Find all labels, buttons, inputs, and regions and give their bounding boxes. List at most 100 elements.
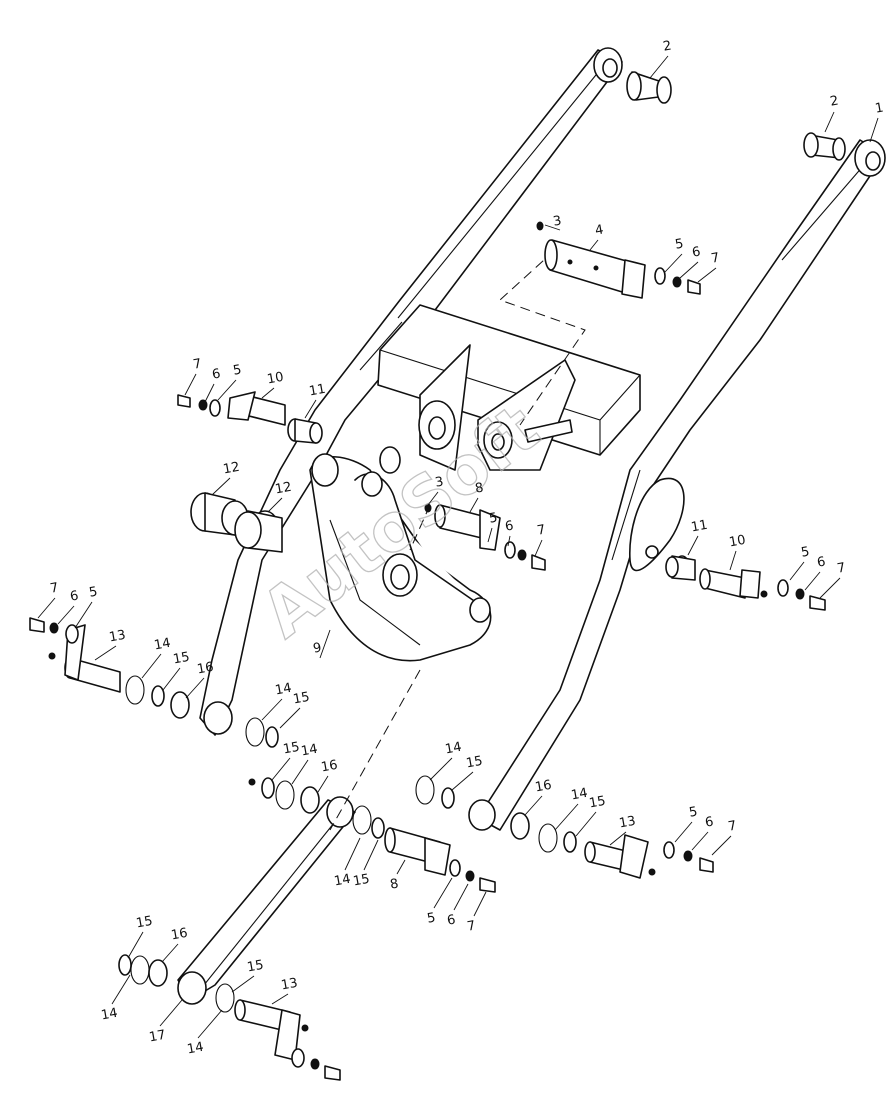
part-number-label: 11 [308,382,327,400]
part-number-label: 15 [282,740,301,758]
callout-leader-line [429,757,453,781]
part-number-label: 14 [570,786,589,804]
part-number-label: 17 [148,1028,167,1046]
callout-leader-line [271,757,291,781]
callout-leader-line [554,803,579,831]
callout-leader-line [231,975,255,993]
callout-leader-line [279,707,301,729]
part-number-label: 7 [192,356,203,372]
callout-leader-line [804,571,821,591]
part-number-label: 6 [211,366,222,382]
part-number-label: 12 [222,460,241,478]
part-number-label: 15 [588,794,607,812]
callout-leader-line [869,117,879,143]
cross-tube [377,304,641,474]
callout-leader-line [544,224,561,231]
fasteners [29,221,826,1081]
callout-leader-line [469,497,479,513]
part-number-label: 16 [170,926,189,944]
callout-leader-line [94,645,117,661]
part-number-label: 5 [232,362,243,378]
callout-leader-line [185,677,205,699]
callout-leader-line [74,601,93,629]
callout-leader-line [111,974,131,1005]
callout-leader-line [524,795,543,816]
callout-leader-line [664,253,683,273]
callout-leader-line [789,561,805,581]
part-number-label: 10 [728,533,747,551]
part-number-label: 5 [88,584,99,600]
part-number-label: 13 [280,976,299,994]
part-number-label: 12 [274,480,293,498]
callout-leader-line [127,931,144,959]
callout-leader-line [487,527,493,543]
part-number-label: 14 [274,681,293,699]
callout-leader-line [674,821,693,843]
callout-leader-line [649,55,669,79]
bushings [148,71,846,987]
pins [64,239,761,1061]
callout-leader-line [363,839,379,871]
callout-leader-line [575,811,597,837]
part-number-label: 8 [474,480,485,496]
callout-leader-line [291,759,309,785]
part-number-label: 2 [662,38,673,54]
seal-rings [118,675,577,1013]
callout-leader-line [609,831,627,846]
part-number-label: 8 [389,876,400,892]
part-number-label: 16 [196,660,215,678]
part-number-label: 16 [534,778,553,796]
callout-leader-line [184,373,197,396]
part-number-label: 7 [727,818,738,834]
callout-leader-line [589,239,599,251]
link-bar [177,796,356,1005]
bell-crank-lever [309,453,492,662]
part-number-label: 7 [836,560,847,576]
part-number-label: 15 [135,914,154,932]
part-number-label: 5 [688,804,699,820]
part-number-label: 14 [333,872,352,890]
part-number-label: 7 [49,580,60,596]
part-number-label: 16 [320,758,339,776]
part-number-label: 6 [816,554,827,570]
part-number-label: 3 [552,213,563,229]
right-boom-arm [468,139,886,831]
part-number-label: 14 [100,1006,119,1024]
callout-leader-line [141,653,162,679]
callout-leader-line [317,775,329,793]
callout-leader-line [204,383,215,403]
callout-leader-line [534,539,543,557]
callout-leader-line [691,831,709,851]
callout-leader-line [304,399,317,419]
part-number-label: 11 [690,518,709,536]
part-number-label: 10 [266,370,285,388]
part-number-label: 3 [434,474,445,490]
callout-leader-line [217,379,237,401]
callout-leader-line [261,698,283,721]
callout-leader-line [161,943,179,963]
callout-leader-line [427,491,439,506]
part-number-label: 5 [426,910,437,926]
callout-leader-line [473,891,487,917]
part-number-label: 5 [488,510,499,526]
part-number-label: 7 [466,918,477,934]
callout-leader-line [211,477,231,496]
part-number-label: 6 [504,518,515,534]
part-number-label: 4 [594,222,605,238]
callout-leader-line [162,667,181,691]
callout-leader-line [453,883,469,911]
part-number-label: 6 [446,912,457,928]
part-number-label: 15 [465,754,484,772]
part-number-label: 6 [69,588,80,604]
part-number-label: 5 [800,544,811,560]
part-number-label: 15 [352,872,371,890]
assembly-lines [329,249,586,831]
part-number-label: 14 [153,636,172,654]
part-number-label: 6 [704,814,715,830]
callout-leader-line [819,577,841,599]
part-number-label: 7 [710,250,721,266]
part-number-label: 13 [618,814,637,832]
callout-leader-line [433,877,453,909]
callout-leader-line [507,535,511,547]
part-number-label: 6 [691,244,702,260]
